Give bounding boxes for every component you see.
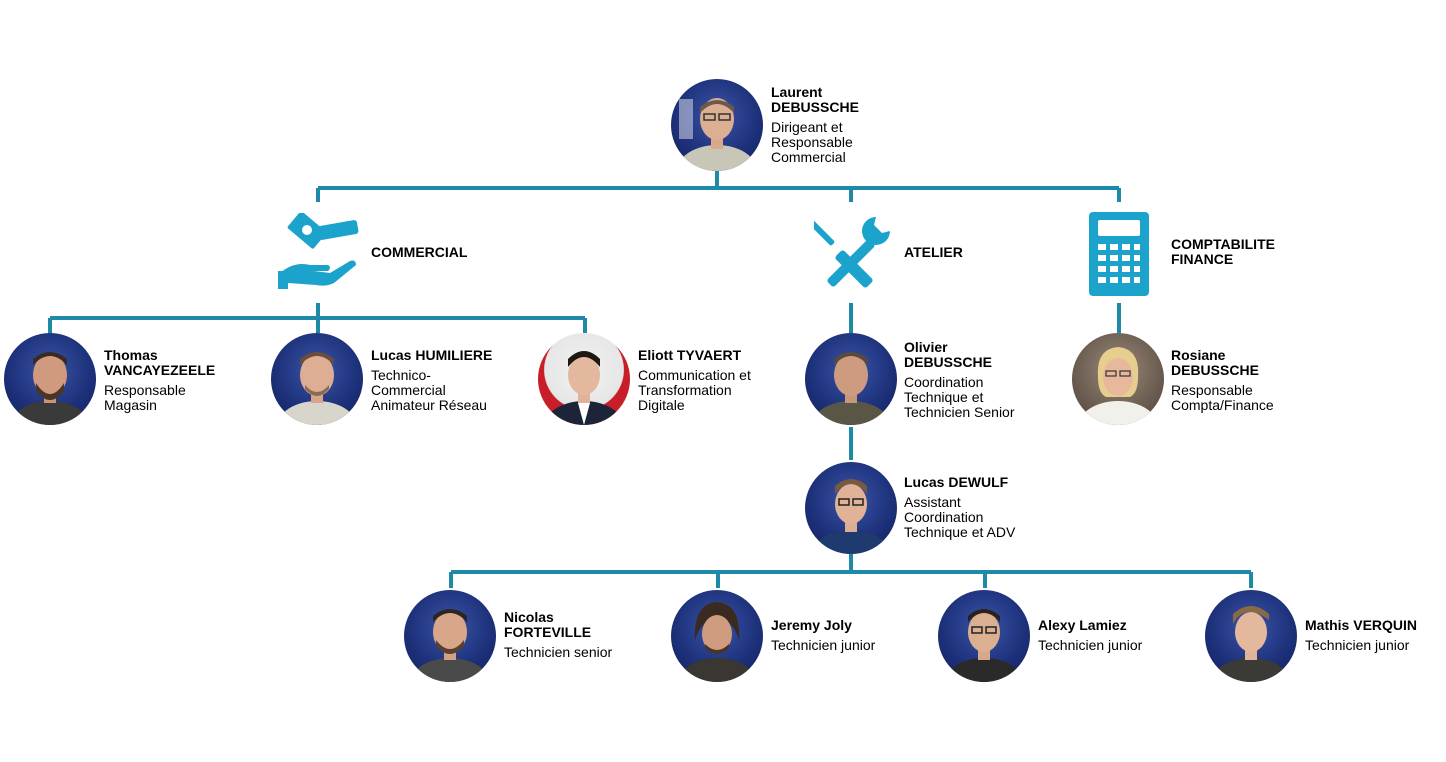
person-name: Alexy Lamiez xyxy=(1038,617,1127,633)
avatar-nicolas xyxy=(404,590,496,682)
person-role: Technicien junior xyxy=(771,637,876,653)
person-laurent: Laurent DEBUSSCHE Dirigeant et Responsab… xyxy=(771,85,859,165)
person-name: Rosiane DEBUSSCHE xyxy=(1171,347,1259,378)
person-role: Dirigeant et Responsable Commercial xyxy=(771,119,853,165)
person-role: Assistant Coordination Technique et ADV xyxy=(904,494,1016,540)
person-name: Olivier DEBUSSCHE xyxy=(904,339,992,370)
person-rosiane: Rosiane DEBUSSCHE Responsable Compta/Fin… xyxy=(1171,348,1274,413)
person-name: Laurent DEBUSSCHE xyxy=(771,84,859,115)
person-eliott: Eliott TYVAERT Communication et Transfor… xyxy=(638,348,751,413)
person-name: Jeremy Joly xyxy=(771,617,852,633)
person-lucas-humiliere: Lucas HUMILIERE Technico- Commercial Ani… xyxy=(371,348,492,413)
avatar-rosiane xyxy=(1072,333,1164,425)
person-role: Technicien junior xyxy=(1038,637,1143,653)
person-name: Nicolas FORTEVILLE xyxy=(504,609,592,640)
avatar-jeremy xyxy=(671,590,763,682)
person-mathis: Mathis VERQUIN Technicien junior xyxy=(1305,618,1417,653)
avatar-lucas-dewulf xyxy=(805,462,897,554)
person-role: Technico- Commercial Animateur Réseau xyxy=(371,367,487,413)
person-role: Communication et Transformation Digitale xyxy=(638,367,751,413)
avatar-laurent xyxy=(671,79,763,171)
person-role: Responsable Compta/Finance xyxy=(1171,382,1274,413)
person-role: Technicien junior xyxy=(1305,637,1410,653)
person-lucas-dewulf: Lucas DEWULF Assistant Coordination Tech… xyxy=(904,475,1015,540)
person-thomas: Thomas VANCAYEZEELE Responsable Magasin xyxy=(104,348,215,413)
person-name: Mathis VERQUIN xyxy=(1305,617,1418,633)
dept-atelier-label: ATELIER xyxy=(904,244,963,260)
avatar-eliott xyxy=(538,333,630,425)
person-nicolas: Nicolas FORTEVILLE Technicien senior xyxy=(504,610,612,660)
person-jeremy: Jeremy Joly Technicien junior xyxy=(771,618,875,653)
dept-commercial-label: COMMERCIAL xyxy=(371,244,468,260)
person-olivier: Olivier DEBUSSCHE Coordination Technique… xyxy=(904,340,1015,420)
person-name: Lucas HUMILIERE xyxy=(371,347,493,363)
person-name: Thomas VANCAYEZEELE xyxy=(104,347,216,378)
person-role: Technicien senior xyxy=(504,644,613,660)
calculator-icon xyxy=(1089,212,1149,301)
money-hand-icon xyxy=(276,211,362,298)
dept-compta-label: COMPTABILITE FINANCE xyxy=(1171,236,1275,267)
person-name: Eliott TYVAERT xyxy=(638,347,742,363)
avatar-lucas-humiliere xyxy=(271,333,363,425)
person-name: Lucas DEWULF xyxy=(904,474,1009,490)
avatar-olivier xyxy=(805,333,897,425)
person-alexy: Alexy Lamiez Technicien junior xyxy=(1038,618,1142,653)
tools-icon xyxy=(807,213,894,298)
avatar-thomas xyxy=(4,333,96,425)
person-role: Coordination Technique et Technicien Sen… xyxy=(904,374,1015,420)
avatar-mathis xyxy=(1205,590,1297,682)
person-role: Responsable Magasin xyxy=(104,382,186,413)
avatar-alexy xyxy=(938,590,1030,682)
